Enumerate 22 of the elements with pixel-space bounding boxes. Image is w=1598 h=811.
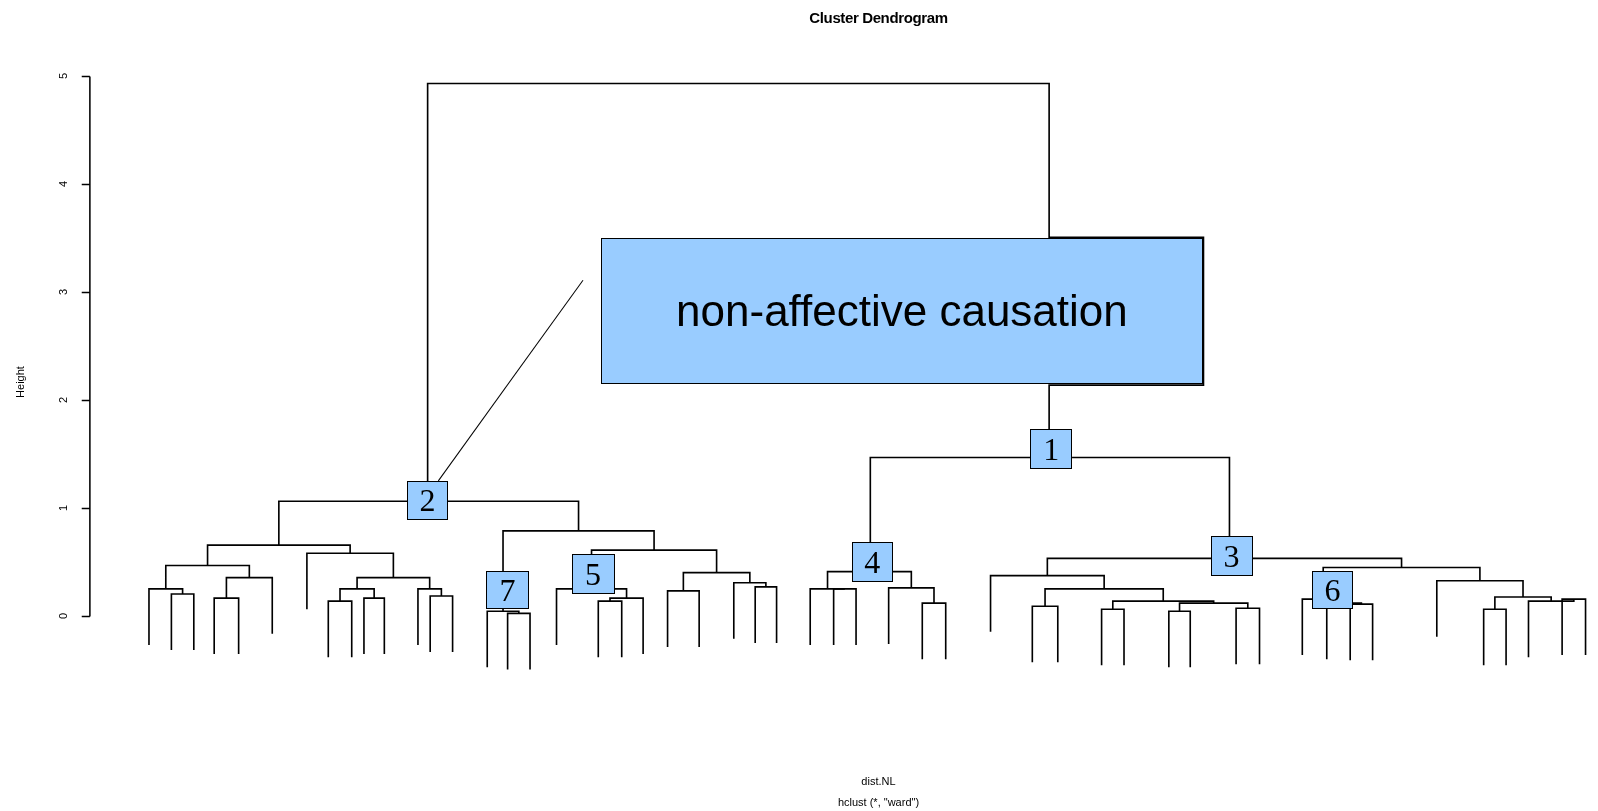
tick-label: 2: [55, 397, 70, 404]
tick-label: 5: [55, 73, 70, 80]
dendrogram-link: [426, 82, 1205, 482]
callout-box: non-affective causation: [601, 238, 1203, 385]
cluster-number-box: 3: [1210, 535, 1253, 576]
cluster-number-box: 5: [571, 554, 615, 594]
tick-label: 0: [55, 613, 70, 620]
chart-title: Cluster Dendrogram: [809, 8, 948, 29]
cluster-number-box: 1: [1030, 428, 1073, 469]
axis-title: Height: [13, 366, 28, 398]
cluster-number-box: 6: [1311, 570, 1354, 610]
cluster-number-box: 4: [852, 542, 893, 582]
tick-label: 4: [55, 181, 70, 188]
tick-label: 1: [55, 505, 70, 512]
cluster-number-box: 7: [486, 570, 529, 610]
method-note: hclust (*, "ward"): [837, 794, 920, 810]
leader-line: [437, 279, 584, 482]
tick-label: 3: [55, 289, 70, 296]
axis-title: dist.NL: [861, 774, 896, 790]
dendrogram-link: [1071, 456, 1231, 537]
cluster-number-box: 2: [406, 480, 449, 520]
dendrogram-link: [869, 456, 1032, 543]
